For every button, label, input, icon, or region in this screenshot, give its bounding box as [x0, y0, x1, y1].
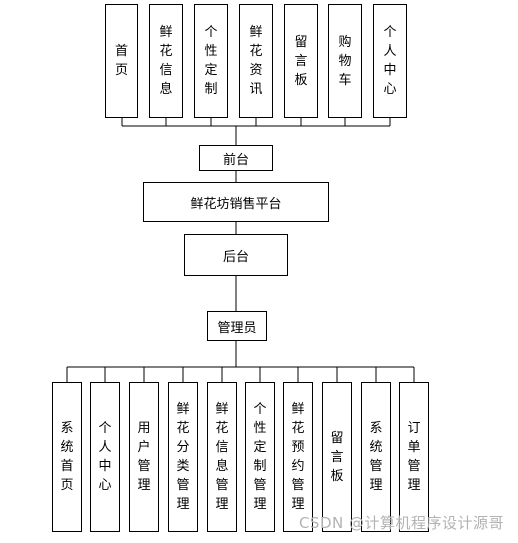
node-system-home: 系 统 首 页 [52, 382, 82, 532]
node-platform: 鲜花坊销售平台 [143, 182, 329, 222]
node-user-management: 用 户 管 理 [129, 382, 159, 532]
node-custom: 个 性 定 制 [194, 4, 228, 118]
node-flower-info: 鲜 花 信 息 [149, 4, 183, 118]
node-admin-message-board: 留 言 板 [322, 382, 352, 532]
node-frontend: 前台 [199, 145, 273, 171]
node-cart: 购 物 车 [328, 4, 362, 118]
watermark: CSDN @计算机程序设计源哥 [298, 514, 504, 532]
node-category-management: 鲜 花 分 类 管 理 [168, 382, 198, 532]
node-flower-info-management: 鲜 花 信 息 管 理 [207, 382, 237, 532]
node-admin-personal-center: 个 人 中 心 [90, 382, 120, 532]
node-personal-center: 个 人 中 心 [373, 4, 407, 118]
node-admin: 管理员 [207, 311, 267, 341]
node-custom-management: 个 性 定 制 管 理 [245, 382, 275, 532]
node-message-board: 留 言 板 [284, 4, 318, 118]
node-home: 首 页 [105, 4, 138, 118]
node-backend: 后台 [184, 234, 288, 276]
node-order-management: 订 单 管 理 [399, 382, 429, 532]
node-flower-news: 鲜 花 资 讯 [239, 4, 273, 118]
node-reservation-management: 鲜 花 预 约 管 理 [283, 382, 313, 532]
node-system-management: 系 统 管 理 [361, 382, 391, 532]
